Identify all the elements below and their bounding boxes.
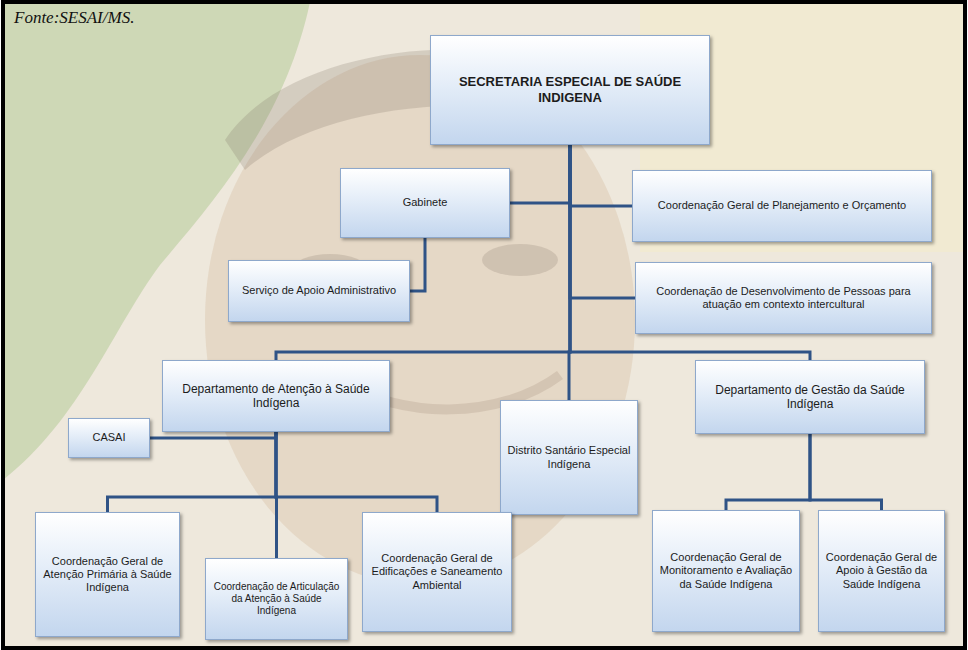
- unit-box: Coordenação Geral de Edificações e Sanea…: [362, 512, 512, 632]
- connector-line: [510, 145, 570, 203]
- connector-line: [810, 434, 882, 510]
- unit-box: Coordenação de Articulação da Atenção à …: [205, 558, 348, 640]
- head-box: SECRETARIA ESPECIAL DE SAÚDE INDIGENA: [430, 35, 710, 145]
- box-text: Gabinete: [403, 196, 448, 209]
- district-box: Distrito Santário Especial Indígena: [500, 400, 638, 515]
- box-text: Departamento de Gestão da Saúde Indígena: [702, 383, 918, 412]
- box-text: Coordenação Geral de Apoio à Gestão da S…: [825, 551, 938, 591]
- box-text: Departamento de Atenção à Saúde Indígena: [169, 382, 383, 411]
- frame-border: [3, 2, 965, 648]
- connector-line: [410, 238, 425, 291]
- photo-ground: [3, 2, 965, 648]
- eye-shape: [482, 244, 558, 276]
- connector-line: [276, 432, 437, 512]
- connector-line: [726, 434, 810, 510]
- source-note: Fonte:SESAI/MS.: [14, 8, 134, 28]
- unit-box: Coordenação Geral de Atenção Primária à …: [35, 512, 180, 637]
- box-text: Coordenação Geral de Atenção Primária à …: [42, 555, 173, 595]
- box-text: Coordenação Geral de Planejamento e Orça…: [658, 199, 906, 212]
- box-text: CASAI: [92, 431, 125, 444]
- box-text: Coordenação Geral de Monitoramento e Ava…: [659, 551, 793, 591]
- connector-line: [570, 145, 635, 298]
- unit-box: Coordenação Geral de Planejamento e Orça…: [632, 170, 932, 242]
- box-text: Distrito Santário Especial Indígena: [507, 444, 631, 470]
- unit-box: Coordenação Geral de Monitoramento e Ava…: [652, 510, 800, 632]
- office-box: Gabinete: [340, 168, 510, 238]
- unit-box: CASAI: [68, 418, 150, 458]
- box-text: Coordenação de Desenvolvimento de Pessoa…: [642, 285, 925, 311]
- connector-line: [570, 145, 632, 206]
- box-text: SECRETARIA ESPECIAL DE SAÚDE INDIGENA: [437, 74, 703, 105]
- unit-box: Serviço de Apoio Administrativo: [228, 260, 410, 322]
- department-box: Departamento de Atenção à Saúde Indígena: [162, 360, 390, 432]
- connector-line: [276, 145, 570, 360]
- unit-box: Coordenação Geral de Apoio à Gestão da S…: [818, 510, 945, 632]
- box-text: Serviço de Apoio Administrativo: [242, 284, 396, 297]
- department-box: Departamento de Gestão da Saúde Indígena: [695, 360, 925, 434]
- connector-line: [150, 432, 276, 438]
- unit-box: Coordenação de Desenvolvimento de Pessoa…: [635, 262, 932, 334]
- box-text: Coordenação Geral de Edificações e Sanea…: [369, 552, 505, 592]
- box-text: Coordenação de Articulação da Atenção à …: [212, 581, 341, 617]
